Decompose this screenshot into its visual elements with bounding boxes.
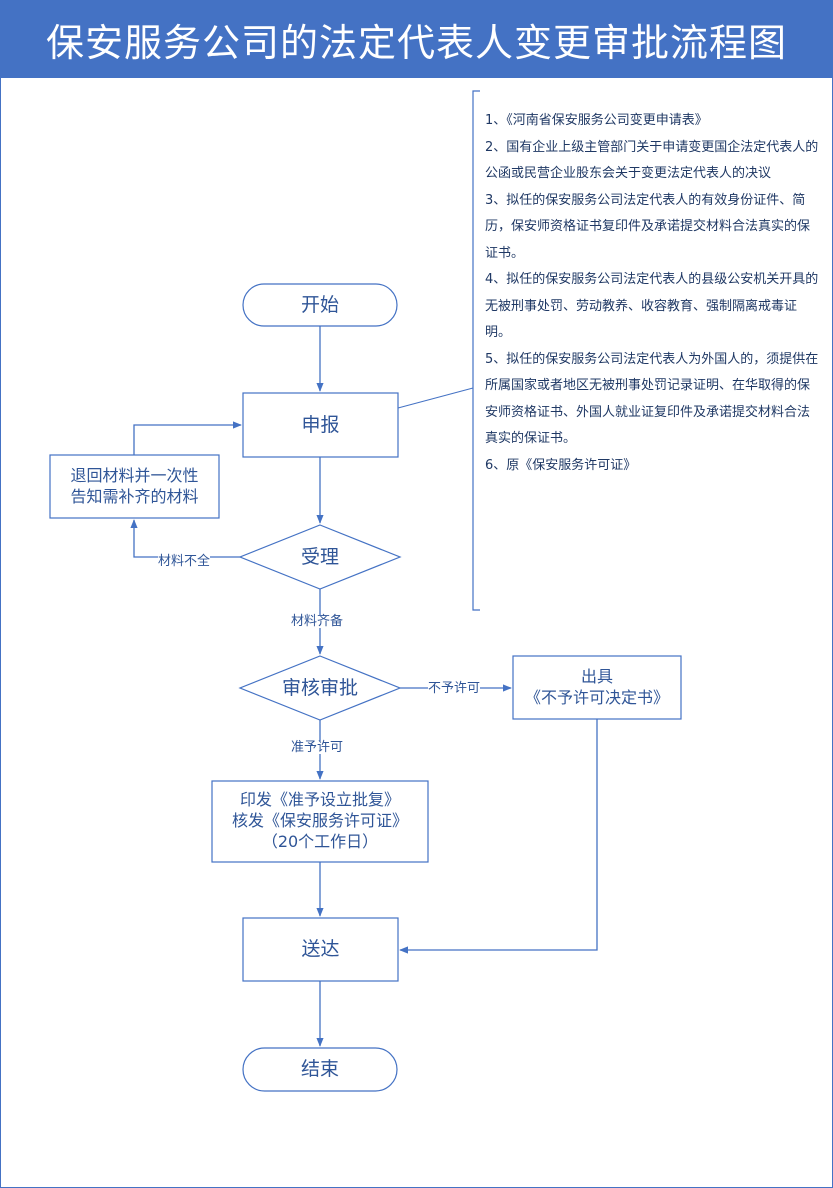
issue-label-line3: （20个工作日）	[261, 831, 379, 851]
return-label-line2: 告知需补齐的材料	[70, 486, 199, 506]
review-label: 审核审批	[281, 676, 358, 699]
refuse-label-line2: 《不予许可决定书》	[524, 687, 669, 707]
issue-node: 印发《准予设立批复》 核发《保安服务许可证》 （20个工作日）	[212, 781, 428, 862]
deliver-label: 送达	[301, 938, 340, 961]
materials-item: 1、《河南省保安服务公司变更申请表》	[485, 113, 708, 128]
materials-item: 4、拟任的保安服务公司法定代表人的县级公安机关开具的无被刑事处罚、劳动教养、收容…	[485, 272, 819, 340]
notes-leader	[397, 387, 474, 409]
review-node: 审核审批	[240, 656, 400, 720]
materials-item: 3、拟任的保安服务公司法定代表人的有效身份证件、简历，保安师资格证书复印件及承诺…	[485, 192, 811, 261]
refuse-box	[512, 655, 682, 720]
start-label: 开始	[300, 293, 339, 316]
notes-bracket	[472, 90, 480, 611]
issue-box	[211, 780, 429, 863]
end-node: 结束	[243, 1048, 397, 1091]
end-label: 结束	[300, 1058, 339, 1081]
refuse-node: 出具 《不予许可决定书》	[513, 656, 681, 719]
apply-label: 申报	[301, 413, 340, 436]
edge-return-apply	[133, 421, 242, 455]
apply-box	[242, 392, 399, 458]
deliver-box	[242, 917, 399, 982]
edge-label-not-permitted: 不予许可	[428, 681, 481, 696]
apply-node: 申报	[243, 393, 398, 457]
end-terminal	[242, 1047, 398, 1092]
page-title: 保安服务公司的法定代表人变更审批流程图	[0, 0, 833, 78]
return-box	[49, 454, 220, 519]
edge-accept-return	[130, 519, 240, 558]
materials-item: 5、拟任的保安服务公司法定代表人为外国人的，须提供在所属国家或者地区无被刑事处罚…	[485, 351, 819, 447]
edge-label-permitted: 准予许可	[291, 740, 344, 755]
edge-refuse-deliver	[399, 719, 598, 954]
materials-list: 1、《河南省保安服务公司变更申请表》 2、国有企业上级主管部门关于申请变更国企法…	[485, 108, 820, 479]
materials-item: 2、国有企业上级主管部门关于申请变更国企法定代表人的公函或民营企业股东会关于变更…	[485, 139, 819, 182]
accept-node: 受理	[240, 525, 400, 589]
edge-label-complete: 材料齐备	[291, 614, 344, 629]
issue-label-line2: 核发《保安服务许可证》	[231, 811, 408, 831]
edge-label-incomplete: 材料不全	[158, 554, 211, 569]
issue-label-line1: 印发《准予设立批复》	[239, 790, 400, 810]
refuse-label-line1: 出具	[580, 666, 613, 686]
start-node: 开始	[243, 284, 397, 326]
materials-item: 6、原《保安服务许可证》	[485, 457, 637, 473]
accept-label: 受理	[300, 545, 339, 568]
return-label-line1: 退回材料并一次性	[70, 465, 199, 485]
deliver-node: 送达	[243, 918, 398, 981]
return-node: 退回材料并一次性 告知需补齐的材料	[50, 455, 219, 518]
